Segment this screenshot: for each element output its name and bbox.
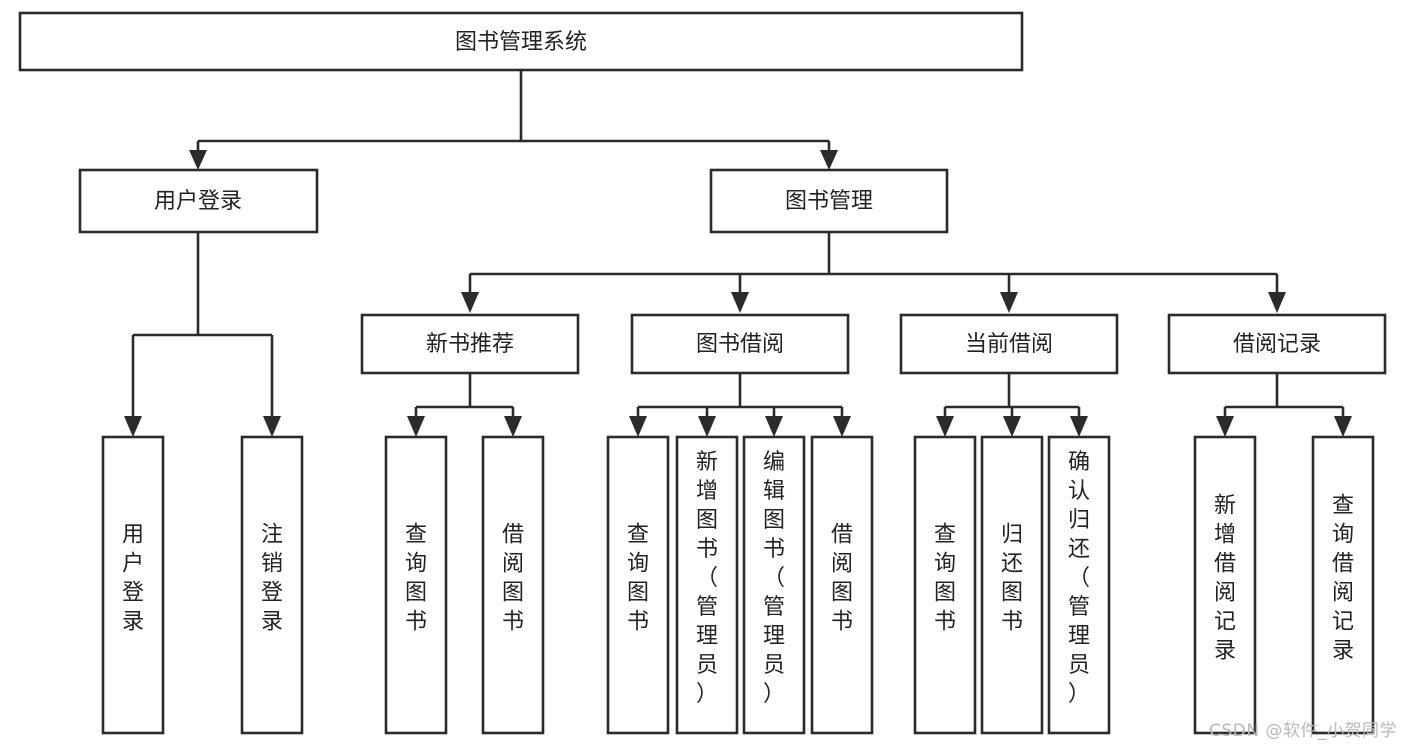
arrow-head-leaf-query-book-3 [936, 416, 954, 437]
node-leaf-edit-book-box[interactable] [742, 435, 806, 735]
node-new-book-recommend[interactable]: 新书推荐 [360, 313, 580, 375]
arrow-head-book-management [820, 150, 838, 170]
node-leaf-query-record-label: 查询借阅记录 [1332, 494, 1354, 664]
arrow-head-leaf-query-book-2 [629, 416, 647, 437]
node-leaf-borrow-book-1-label: 借阅图书 [502, 523, 524, 635]
node-leaf-confirm-return-label: 确认归还（管理员） [1068, 450, 1090, 707]
connector-layer [124, 70, 1352, 437]
node-leaf-query-book-3-box[interactable] [913, 435, 977, 735]
node-leaf-query-book-3-label: 查询图书 [934, 523, 956, 635]
arrow-head-leaf-user-login [124, 416, 142, 437]
arrow-head-leaf-user-logout [263, 416, 281, 437]
node-book-borrow-box[interactable] [630, 313, 850, 375]
node-book-management[interactable]: 图书管理 [709, 168, 949, 234]
node-new-book-recommend-box[interactable] [360, 313, 580, 375]
node-new-book-recommend-label: 新书推荐 [426, 332, 514, 357]
node-root-label: 图书管理系统 [455, 30, 587, 55]
node-leaf-return-book-label: 归还图书 [1001, 523, 1023, 635]
node-leaf-query-book-2[interactable]: 查询图书 [606, 435, 670, 735]
arrow-head-user-login [189, 150, 207, 170]
node-leaf-confirm-return-box[interactable] [1047, 435, 1111, 735]
node-leaf-query-book-2-box[interactable] [606, 435, 670, 735]
node-leaf-borrow-book-1-box[interactable] [481, 435, 545, 735]
node-leaf-query-book-1-label: 查询图书 [405, 523, 427, 635]
node-leaf-user-login-label: 用户登录 [122, 523, 144, 635]
arrow-head-leaf-add-book [698, 416, 716, 437]
node-current-borrow-label: 当前借阅 [965, 332, 1053, 357]
node-leaf-edit-book[interactable]: 编辑图书（管理员） [742, 435, 806, 735]
arrow-head-leaf-borrow-book-2 [833, 416, 851, 437]
arrow-head-new-book-recommend [461, 292, 479, 313]
node-book-borrow[interactable]: 图书借阅 [630, 313, 850, 375]
node-current-borrow[interactable]: 当前借阅 [899, 313, 1119, 375]
node-leaf-edit-book-label: 编辑图书（管理员） [763, 450, 785, 707]
node-leaf-borrow-book-2-label: 借阅图书 [831, 523, 853, 635]
node-borrow-record-box[interactable] [1167, 313, 1387, 375]
arrow-head-leaf-borrow-book-1 [504, 416, 522, 437]
node-leaf-borrow-book-2[interactable]: 借阅图书 [810, 435, 874, 735]
node-leaf-add-book-label: 新增图书（管理员） [696, 450, 718, 707]
node-leaf-confirm-return[interactable]: 确认归还（管理员） [1047, 435, 1111, 735]
node-layer: 图书管理系统 用户登录 图书管理 新书推荐 图书借阅 当前 [18, 11, 1387, 735]
node-leaf-user-logout-box[interactable] [240, 435, 304, 735]
node-book-management-box[interactable] [709, 168, 949, 234]
arrow-head-leaf-confirm-return [1070, 416, 1088, 437]
node-leaf-add-record-label: 新增借阅记录 [1214, 494, 1236, 664]
node-leaf-borrow-book-1[interactable]: 借阅图书 [481, 435, 545, 735]
node-current-borrow-box[interactable] [899, 313, 1119, 375]
node-leaf-query-book-2-label: 查询图书 [627, 523, 649, 635]
node-leaf-query-book-1[interactable]: 查询图书 [384, 435, 448, 735]
node-leaf-add-record-box[interactable] [1193, 435, 1257, 735]
node-user-login-label: 用户登录 [154, 189, 242, 214]
node-leaf-return-book[interactable]: 归还图书 [980, 435, 1044, 735]
node-leaf-add-book[interactable]: 新增图书（管理员） [675, 435, 739, 735]
node-book-borrow-label: 图书借阅 [696, 332, 784, 357]
node-leaf-user-logout-label: 注销登录 [261, 523, 283, 635]
node-leaf-borrow-book-2-box[interactable] [810, 435, 874, 735]
node-leaf-add-book-box[interactable] [675, 435, 739, 735]
node-root[interactable]: 图书管理系统 [18, 11, 1024, 72]
node-borrow-record[interactable]: 借阅记录 [1167, 313, 1387, 375]
arrow-head-book-borrow [731, 292, 749, 313]
node-root-box[interactable] [18, 11, 1024, 72]
node-leaf-user-login[interactable]: 用户登录 [101, 435, 165, 735]
node-leaf-query-book-3[interactable]: 查询图书 [913, 435, 977, 735]
node-leaf-add-record[interactable]: 新增借阅记录 [1193, 435, 1257, 735]
node-book-management-label: 图书管理 [785, 189, 873, 214]
arrow-head-leaf-return-book [1003, 416, 1021, 437]
node-leaf-query-record-box[interactable] [1311, 435, 1375, 735]
node-leaf-query-record[interactable]: 查询借阅记录 [1311, 435, 1375, 735]
node-borrow-record-label: 借阅记录 [1233, 332, 1321, 357]
arrow-head-leaf-query-book-1 [407, 416, 425, 437]
node-user-login[interactable]: 用户登录 [78, 168, 319, 234]
csdn-watermark: CSDN @软件_小贺同学 [1209, 721, 1397, 741]
node-leaf-user-logout[interactable]: 注销登录 [240, 435, 304, 735]
node-leaf-query-book-1-box[interactable] [384, 435, 448, 735]
arrow-head-leaf-edit-book [765, 416, 783, 437]
arrow-head-leaf-add-record [1216, 416, 1234, 437]
node-leaf-return-book-box[interactable] [980, 435, 1044, 735]
node-leaf-user-login-box[interactable] [101, 435, 165, 735]
arrow-head-leaf-query-record [1334, 416, 1352, 437]
node-user-login-box[interactable] [78, 168, 319, 234]
arrow-head-current-borrow [1000, 292, 1018, 313]
arrow-head-borrow-record [1268, 292, 1286, 313]
